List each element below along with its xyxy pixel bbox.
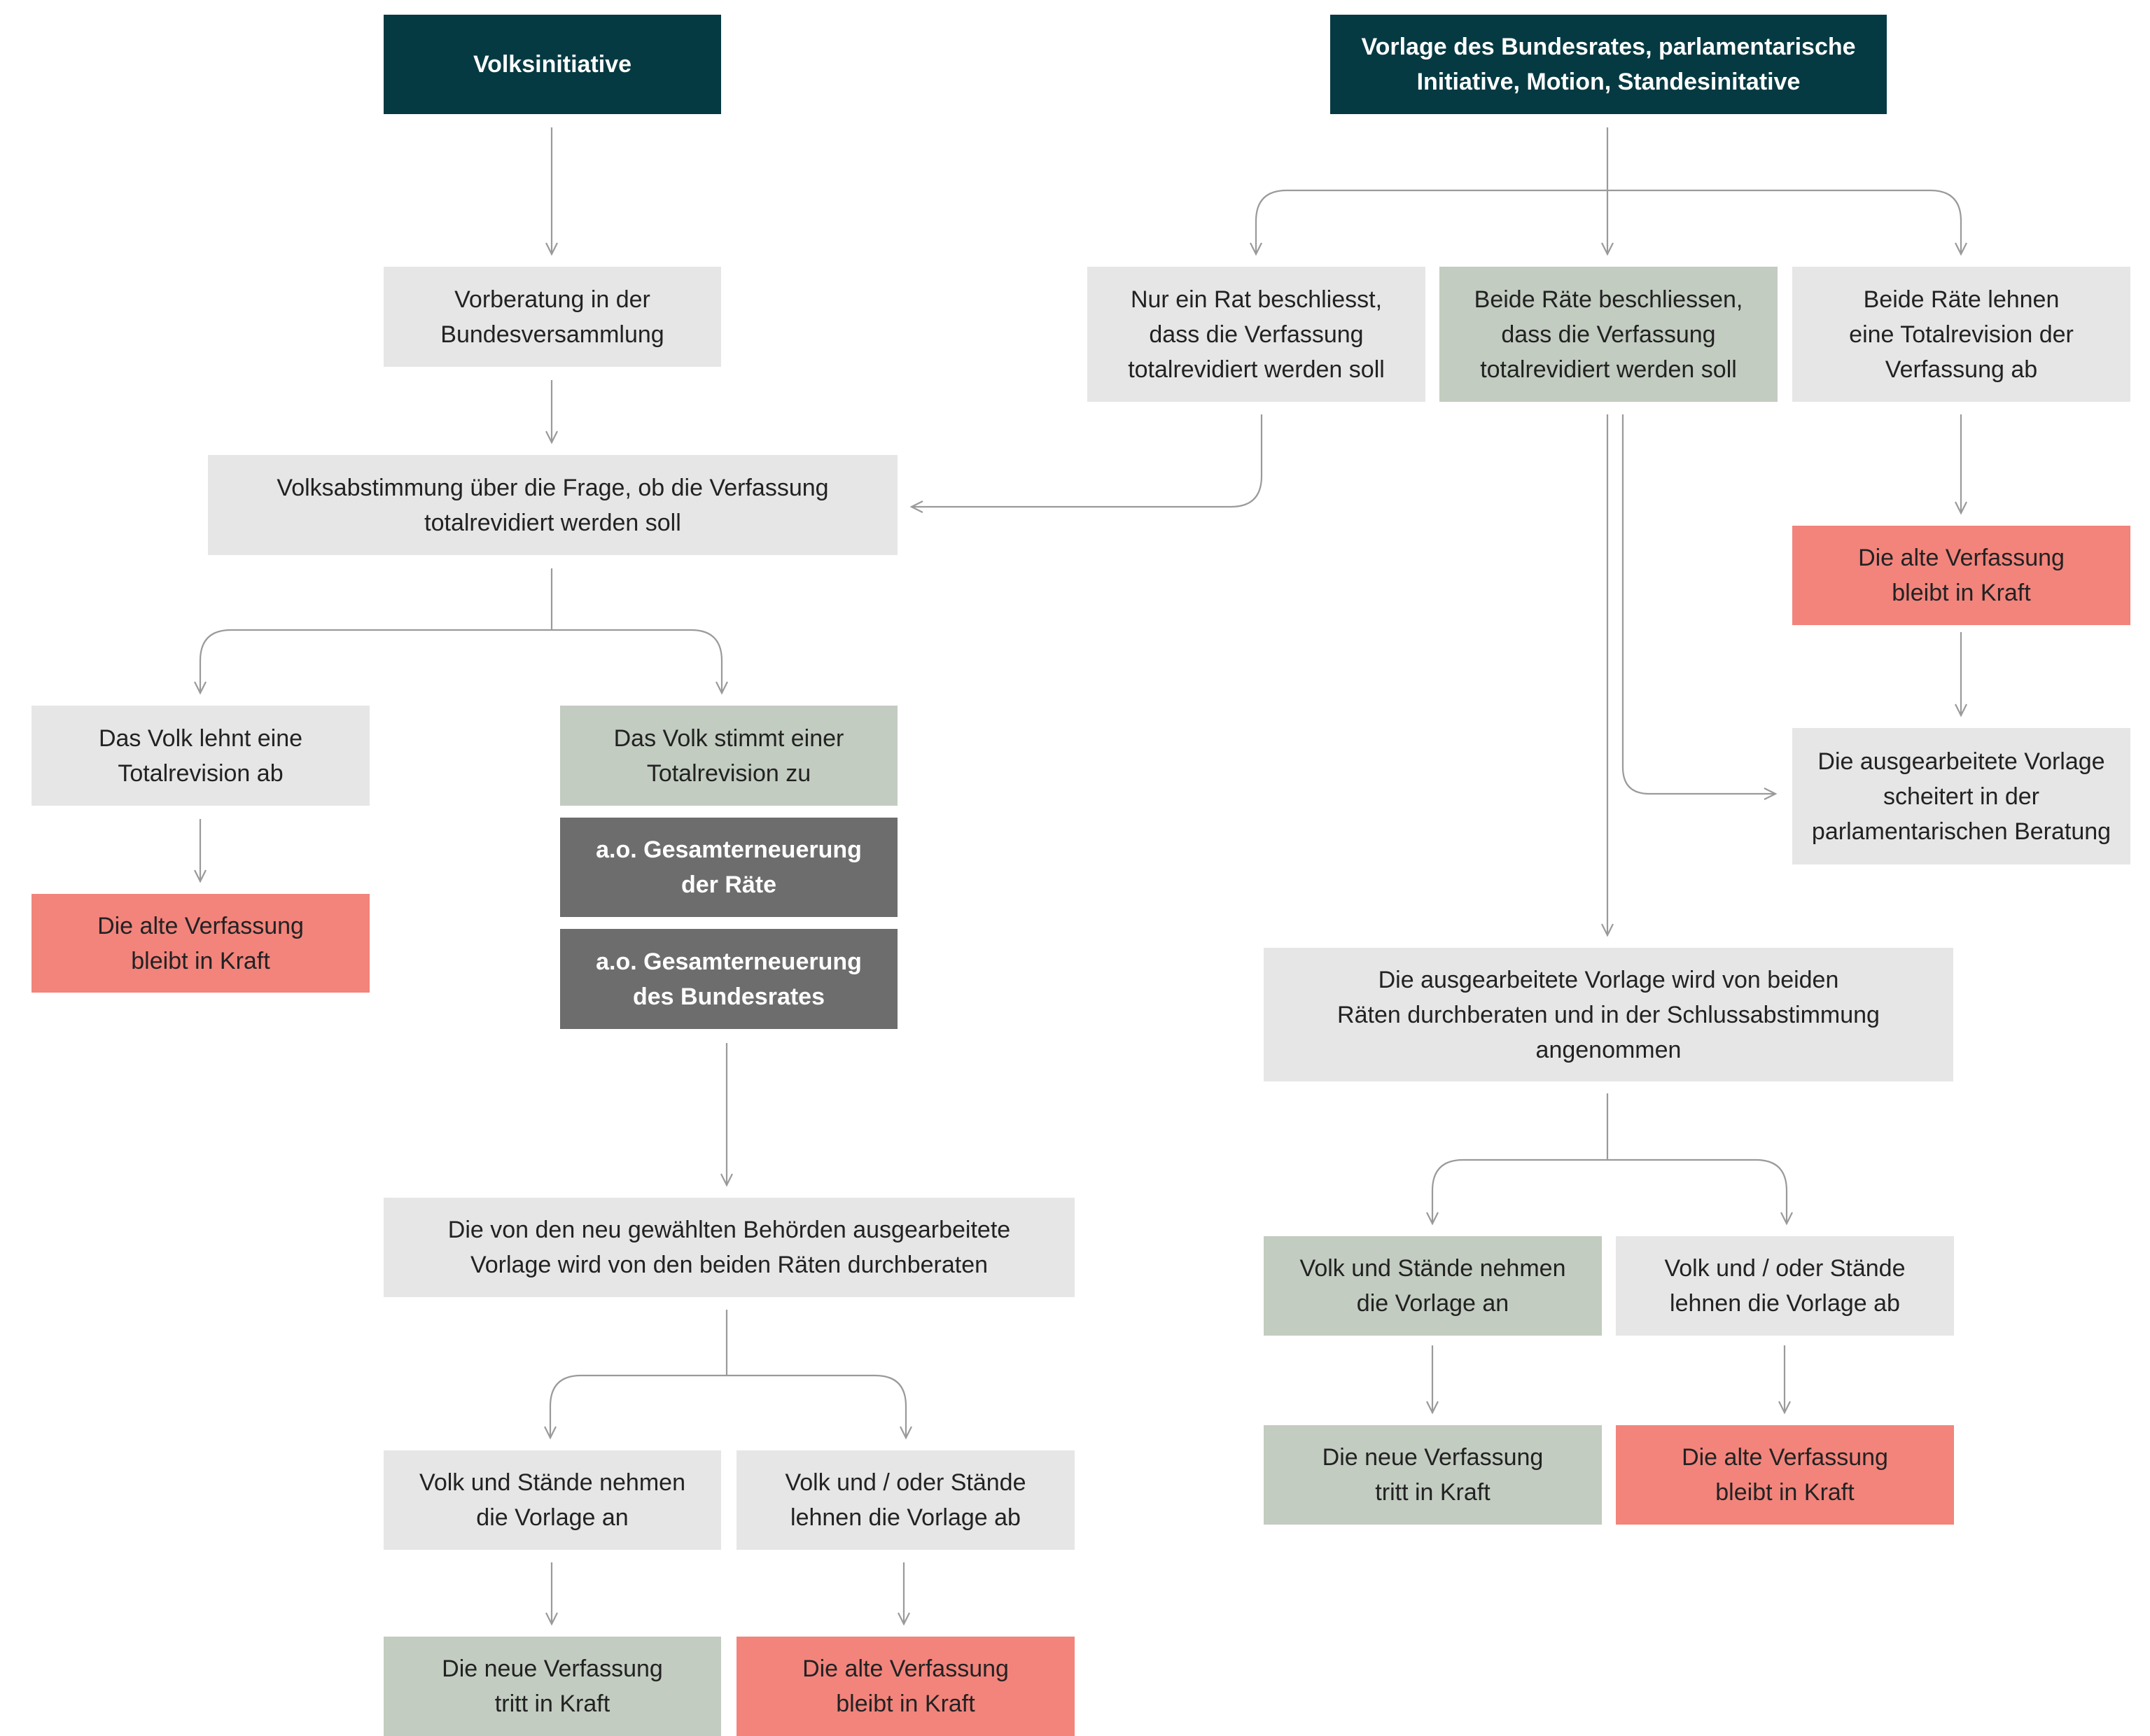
node-referendum-question: Volksabstimmung über die Frage, ob die V… (208, 455, 898, 555)
node-accept-proposal-right: Volk und Stände nehmen die Vorlage an (1264, 1236, 1602, 1336)
arrow-both-councils-to-fails (1621, 414, 1778, 800)
node-both-councils-reject: Beide Räte lehnen eine Totalrevision der… (1792, 267, 2130, 402)
arrow-referendum-to-approve (552, 629, 728, 695)
arrow-one-council-to-referendum (909, 414, 1263, 513)
node-old-constitution: Die alte Verfassung bleibt in Kraft (737, 1637, 1075, 1736)
arrow-referendum-to-reject (194, 629, 552, 695)
arrow-proposal-to-both-reject (1607, 189, 1967, 256)
node-preliminary-deliberation: Vorberatung in der Bundesversammlung (384, 267, 721, 367)
node-reject-proposal-right: Volk und / oder Stände lehnen die Vorlag… (1616, 1236, 1954, 1336)
arrow-deliberation-to-reject (727, 1374, 912, 1440)
node-renewal-federal-council: a.o. Gesamterneuerung des Bundesrates (560, 929, 898, 1029)
node-people-reject: Das Volk lehnt eine Totalrevision ab (32, 706, 370, 806)
node-proposal-adopted: Die ausgearbeitete Vorlage wird von beid… (1264, 948, 1953, 1082)
node-new-constitution-right: Die neue Verfassung tritt in Kraft (1264, 1425, 1602, 1525)
node-deliberation-new-authorities: Die von den neu gewählten Behörden ausge… (384, 1198, 1075, 1297)
node-volksinitiative: Volksinitiative (384, 15, 721, 114)
arrow-adopted-to-reject (1607, 1158, 1793, 1226)
node-proposal-fails: Die ausgearbeitete Vorlage scheitert in … (1792, 728, 2130, 864)
node-reject-proposal: Volk und / oder Stände lehnen die Vorlag… (737, 1450, 1075, 1550)
arrow-deliberation-to-accept (544, 1374, 727, 1440)
node-old-constitution-right: Die alte Verfassung bleibt in Kraft (1616, 1425, 1954, 1525)
node-new-constitution: Die neue Verfassung tritt in Kraft (384, 1637, 721, 1736)
node-one-council-decides: Nur ein Rat beschliesst, dass die Verfas… (1087, 267, 1425, 402)
node-people-approve: Das Volk stimmt einer Totalrevision zu (560, 706, 898, 806)
node-accept-proposal: Volk und Stände nehmen die Vorlage an (384, 1450, 721, 1550)
node-both-councils-decide: Beide Räte beschliessen, dass die Verfas… (1439, 267, 1778, 402)
node-old-constitution-remains-right: Die alte Verfassung bleibt in Kraft (1792, 526, 2130, 625)
node-renewal-councils: a.o. Gesamterneuerung der Räte (560, 818, 898, 917)
arrow-proposal-to-one-council (1250, 189, 1607, 256)
node-federal-council-proposal: Vorlage des Bundesrates, parlamentarisch… (1330, 15, 1887, 114)
arrow-adopted-to-accept (1426, 1158, 1607, 1226)
node-old-constitution-remains: Die alte Verfassung bleibt in Kraft (32, 894, 370, 993)
